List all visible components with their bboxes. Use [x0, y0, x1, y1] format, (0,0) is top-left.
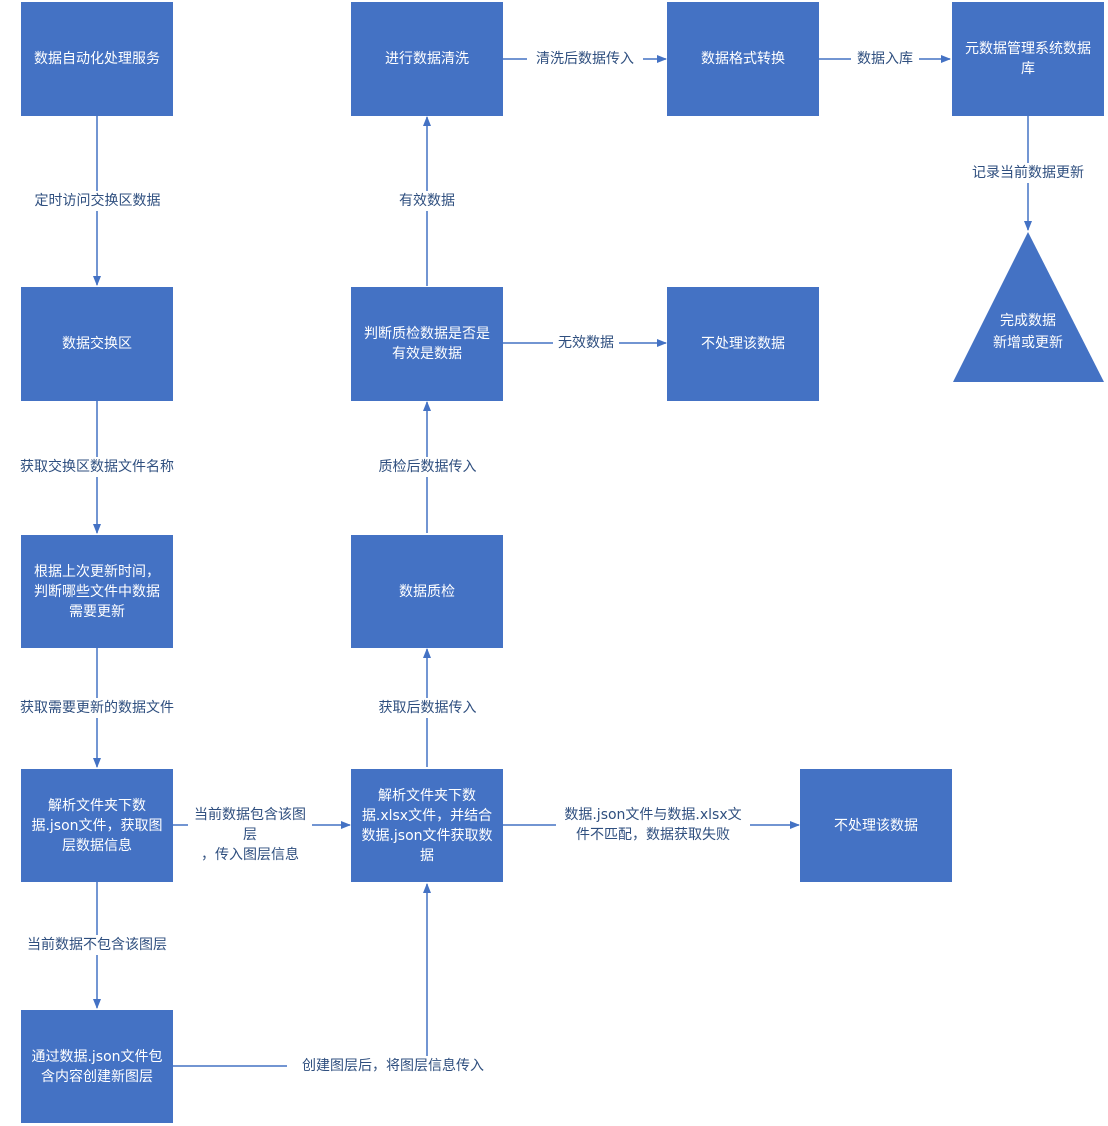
quality-check-box: 数据质检	[351, 535, 503, 648]
label-after-qc: 质检后数据传入	[370, 457, 485, 477]
judge-valid-box: 判断质检数据是否是有效是数据	[351, 287, 503, 401]
label-record-update: 记录当前数据更新	[961, 163, 1095, 183]
create-layer-text: 通过数据.json文件包含内容创建新图层	[31, 1048, 163, 1085]
label-after-create: 创建图层后，将图层信息传入	[287, 1056, 499, 1076]
finish-triangle	[953, 232, 1104, 382]
exchange-area-box: 数据交换区	[21, 287, 173, 401]
label-get-files: 获取需要更新的数据文件	[8, 698, 186, 718]
quality-check-text: 数据质检	[399, 583, 455, 600]
auto-service-text: 数据自动化处理服务	[34, 51, 160, 67]
clean-box: 进行数据清洗	[351, 2, 503, 116]
metadata-db-text: 元数据管理系统数据库	[965, 41, 1091, 77]
no-process-box-2: 不处理该数据	[800, 769, 952, 882]
no-process-box-1: 不处理该数据	[667, 287, 819, 401]
metadata-db-box: 元数据管理系统数据库	[952, 2, 1104, 116]
format-convert-text: 数据格式转换	[701, 51, 785, 67]
format-convert-box: 数据格式转换	[667, 2, 819, 116]
label-valid: 有效数据	[394, 191, 460, 211]
exchange-area-text: 数据交换区	[62, 336, 132, 352]
finish-text: 完成数据 新增或更新	[993, 313, 1063, 351]
label-store: 数据入库	[851, 49, 919, 69]
parse-xlsx-box: 解析文件夹下数据.xlsx文件，并结合数据.json文件获取数据	[351, 769, 503, 882]
label-timed-access: 定时访问交换区数据	[25, 191, 170, 211]
clean-text: 进行数据清洗	[385, 51, 469, 67]
no-process-text-1: 不处理该数据	[701, 336, 785, 352]
judge-valid-text: 判断质检数据是否是有效是数据	[364, 326, 490, 362]
arrow-create-to-parsexlsx	[173, 883, 431, 1067]
label-after-fetch: 获取后数据传入	[370, 698, 485, 718]
parse-json-text: 解析文件夹下数据.json文件，获取图层数据信息	[31, 797, 163, 854]
label-get-names: 获取交换区数据文件名称	[8, 457, 186, 477]
label-contains: 当前数据包含该图层 ，传入图层信息	[188, 805, 312, 865]
decide-update-box: 根据上次更新时间，判断哪些文件中数据需要更新	[21, 535, 173, 648]
auto-service-box: 数据自动化处理服务	[21, 2, 173, 116]
label-invalid: 无效数据	[553, 333, 619, 353]
no-process-text-2: 不处理该数据	[834, 817, 918, 834]
parse-xlsx-text: 解析文件夹下数据.xlsx文件，并结合数据.json文件获取数据	[361, 787, 493, 864]
decide-update-text: 根据上次更新时间，判断哪些文件中数据需要更新	[34, 563, 160, 620]
label-after-clean: 清洗后数据传入	[527, 49, 643, 69]
parse-json-box: 解析文件夹下数据.json文件，获取图层数据信息	[21, 769, 173, 882]
create-layer-box: 通过数据.json文件包含内容创建新图层	[21, 1010, 173, 1123]
label-not-contain: 当前数据不包含该图层	[15, 935, 179, 955]
label-mismatch: 数据.json文件与数据.xlsx文 件不匹配，数据获取失败	[556, 805, 750, 845]
